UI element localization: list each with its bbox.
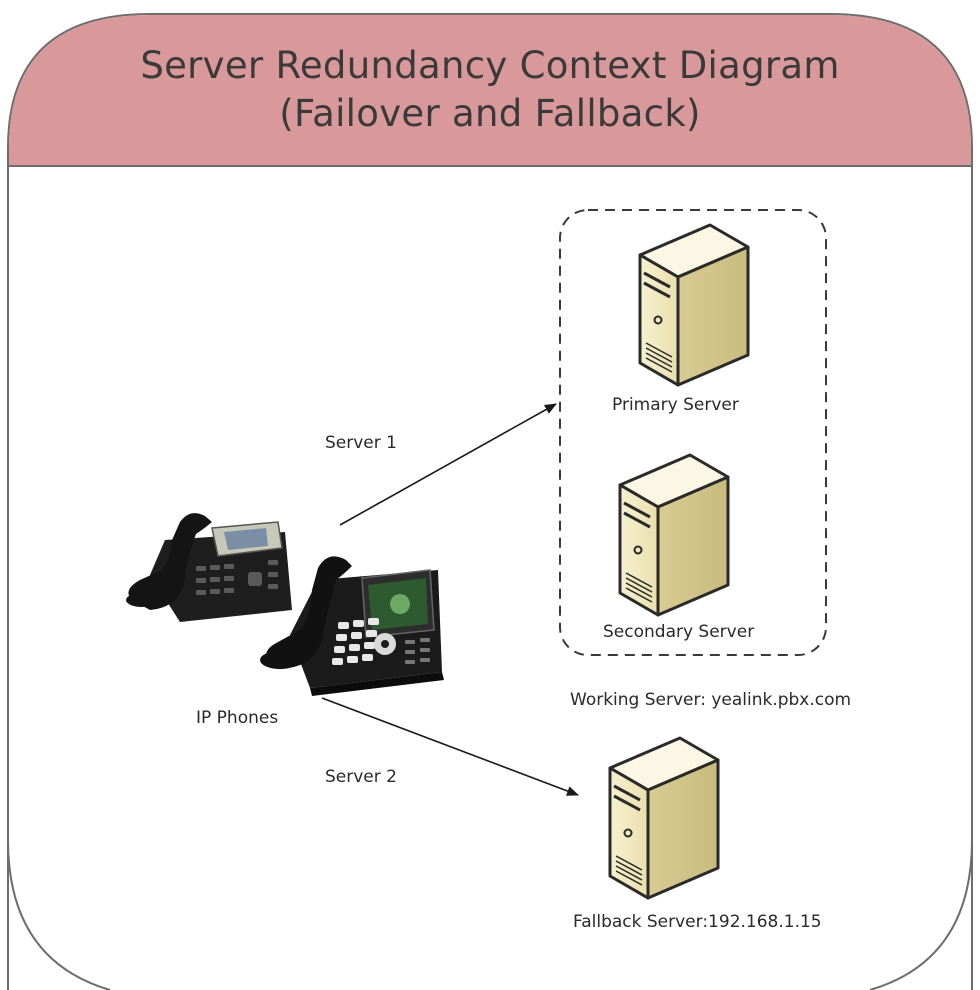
server-tower-icon (608, 736, 720, 900)
server-tower-icon (618, 453, 730, 617)
fallback-server-label: Fallback Server:192.168.1.15 (573, 912, 822, 932)
server-tower-icon (638, 223, 750, 387)
server-2-arrow (321, 697, 579, 796)
ip-phone-icon (126, 513, 292, 622)
bottom-curve-right (869, 839, 973, 990)
redundancy-group-box (559, 209, 827, 656)
header-band (9, 15, 971, 166)
server-2-label: Server 2 (325, 767, 397, 787)
ip-phone-icon (260, 556, 444, 696)
working-server-label: Working Server: yealink.pbx.com (570, 690, 852, 710)
server-1-arrow (339, 403, 557, 526)
bottom-curve-left (7, 839, 111, 990)
diagram-subtitle: (Failover and Fallback) (279, 92, 701, 135)
secondary-server-label: Secondary Server (603, 622, 755, 642)
primary-server-label: Primary Server (612, 395, 739, 415)
server-1-label: Server 1 (325, 433, 397, 453)
diagram-title: Server Redundancy Context Diagram (140, 44, 840, 87)
ip-phones-label: IP Phones (196, 708, 279, 728)
